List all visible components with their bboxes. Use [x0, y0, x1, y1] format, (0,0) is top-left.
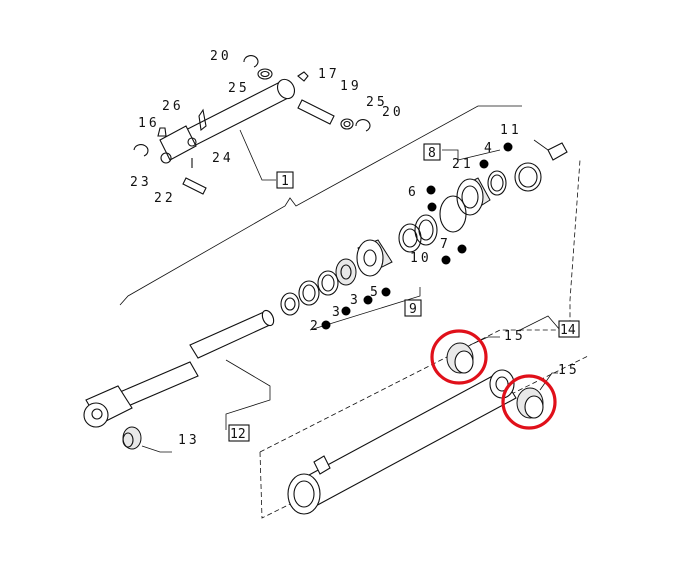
kit-dot [426, 185, 436, 195]
label-3-b: 3 [332, 305, 343, 320]
rod-assembly [83, 309, 275, 453]
kit-dot [341, 306, 351, 316]
leader-1 [239, 129, 276, 181]
section-divider [119, 105, 522, 306]
clevis-hole-2 [187, 137, 197, 147]
box-1 [276, 171, 294, 189]
ring-2 [280, 292, 300, 316]
label-15-left: 15 [504, 329, 526, 344]
label-11: 11 [500, 123, 522, 138]
label-21: 21 [452, 157, 474, 172]
grease-nipple-16 [157, 127, 167, 137]
kit-markers [321, 142, 513, 330]
label-6: 6 [408, 185, 419, 200]
label-20-right: 20 [382, 105, 404, 120]
box-label-9: 9 [409, 302, 417, 317]
washer-25-top [257, 68, 273, 80]
highlight-circle-left [430, 329, 488, 385]
ring-10 [398, 223, 422, 253]
box-label-14: 14 [560, 323, 576, 338]
seal-kit [280, 139, 568, 331]
barrel-port [287, 473, 321, 515]
part-labels: 20 25 17 19 25 20 26 16 24 23 22 11 4 21… [130, 49, 580, 448]
ring-21 [487, 170, 507, 196]
ring-5 [335, 258, 357, 286]
kit-dot [441, 255, 451, 265]
barrel-assembly [259, 159, 589, 519]
grease-nipple-17 [297, 71, 309, 82]
kit-dot [503, 142, 513, 152]
kit-dot [381, 287, 391, 297]
label-25-top: 25 [228, 81, 250, 96]
box-label-12: 12 [230, 427, 246, 442]
kit-dot [479, 159, 489, 169]
clevis-hole [160, 152, 172, 164]
pin-22 [182, 177, 207, 195]
label-7: 7 [440, 237, 451, 252]
label-16: 16 [138, 116, 160, 131]
upper-assembly [133, 55, 371, 195]
label-13: 13 [178, 433, 200, 448]
clip-20-right [355, 119, 371, 132]
label-22: 22 [154, 191, 176, 206]
bolt-11 [547, 142, 568, 161]
washer-25-right [340, 118, 354, 130]
grease-nipple-26 [198, 108, 207, 132]
barrel-body [295, 371, 517, 509]
kit-dot [363, 295, 373, 305]
box-label-1: 1 [281, 174, 289, 189]
label-25-right: 25 [366, 95, 388, 110]
label-19: 19 [340, 79, 362, 94]
box-8 [423, 143, 441, 161]
label-3-a: 3 [350, 293, 361, 308]
o-ring-6 [439, 195, 467, 233]
upper-cylinder-end [276, 78, 296, 100]
barrel-lug [313, 455, 331, 475]
label-15-right: 15 [558, 363, 580, 378]
box-14 [558, 320, 580, 338]
label-2: 2 [310, 319, 321, 334]
rod-upper [189, 311, 273, 359]
rod-lower [119, 361, 199, 407]
ring-3b [298, 280, 320, 306]
clip-23 [133, 144, 149, 157]
label-23: 23 [130, 175, 152, 190]
label-20-top: 20 [210, 49, 232, 64]
label-17: 17 [318, 67, 340, 82]
highlight-circle-right [501, 374, 557, 430]
kit-dot [427, 202, 437, 212]
label-24: 24 [212, 151, 234, 166]
box-12 [228, 424, 250, 442]
box-9 [404, 299, 422, 317]
label-4: 4 [484, 141, 495, 156]
ring-7 [414, 214, 438, 246]
kit-dot [321, 320, 331, 330]
pin-19 [297, 99, 335, 125]
ring-11 [514, 162, 542, 192]
clip-20-top [243, 55, 259, 68]
label-10: 10 [410, 251, 432, 266]
label-5: 5 [370, 285, 381, 300]
kit-dot [457, 244, 467, 254]
ring-3a [317, 270, 339, 296]
label-26: 26 [162, 99, 184, 114]
box-label-8: 8 [428, 146, 436, 161]
